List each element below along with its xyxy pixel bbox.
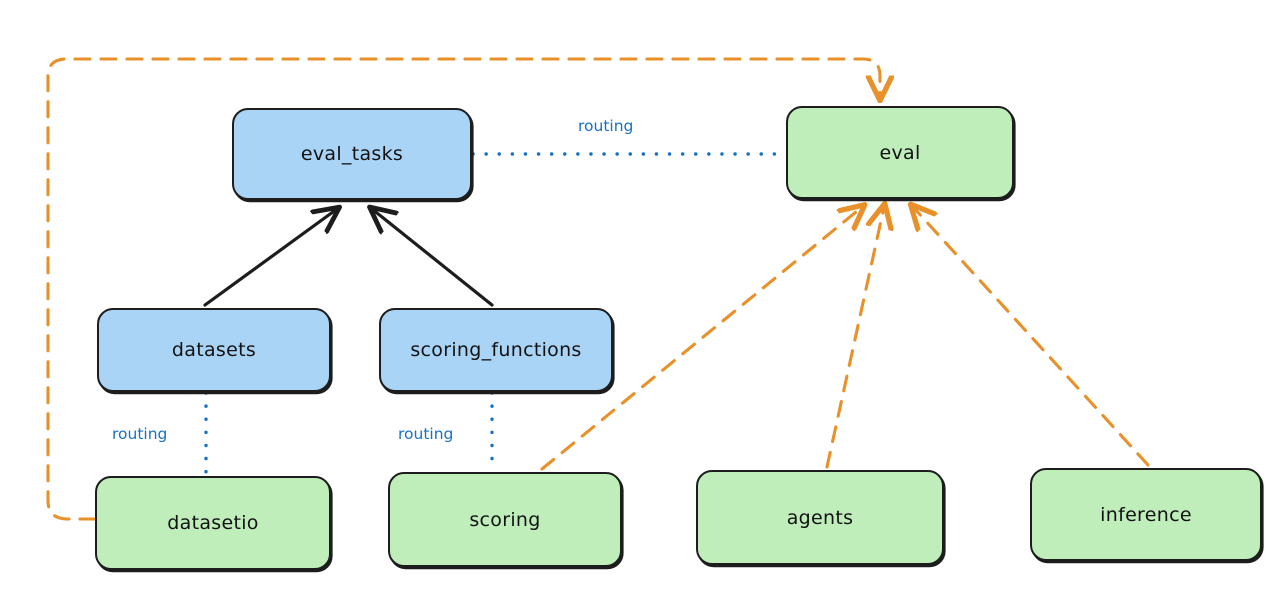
edge-agents-to-eval <box>825 207 884 469</box>
node-label-eval: eval <box>879 141 921 164</box>
edge-label-routing-datasets-datasetio: routing <box>112 425 168 443</box>
edge-inference-to-eval <box>913 207 1150 467</box>
node-datasetio[interactable]: datasetio <box>95 476 331 570</box>
node-datasets[interactable]: datasets <box>97 308 331 392</box>
edge-label-routing-eval-tasks-eval: routing <box>578 117 634 135</box>
node-eval[interactable]: eval <box>786 106 1014 199</box>
node-label-inference: inference <box>1100 503 1192 526</box>
edge-scoring-functions-to-eval-tasks <box>372 209 494 307</box>
node-label-eval-tasks: eval_tasks <box>300 143 404 165</box>
node-label-datasets: datasets <box>171 339 257 361</box>
node-label-scoring: scoring <box>469 508 541 531</box>
node-agents[interactable]: agents <box>696 470 944 565</box>
node-scoring-functions[interactable]: scoring_functions <box>379 308 613 392</box>
node-label-agents: agents <box>786 506 854 529</box>
node-scoring[interactable]: scoring <box>388 472 622 567</box>
node-inference[interactable]: inference <box>1030 468 1262 561</box>
edge-datasets-to-eval-tasks <box>203 209 337 307</box>
node-eval-tasks[interactable]: eval_tasks <box>232 108 472 200</box>
edge-label-routing-scoring-functions-scoring: routing <box>398 425 454 443</box>
node-label-scoring-functions: scoring_functions <box>410 339 582 361</box>
node-label-datasetio: datasetio <box>167 512 259 534</box>
